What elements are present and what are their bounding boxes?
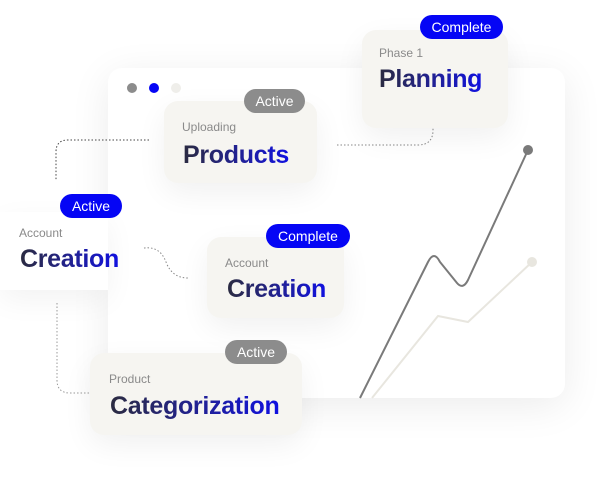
connector-categorization	[56, 303, 107, 394]
status-badge-complete: Complete	[420, 15, 503, 39]
card-planning[interactable]: Phase 1 Planning	[362, 30, 508, 128]
card-title: Categorization	[110, 392, 280, 420]
status-badge-complete: Complete	[266, 224, 350, 248]
connector-products-left	[55, 139, 149, 180]
card-subtitle: Product	[109, 372, 151, 386]
status-badge-active: Active	[60, 194, 122, 218]
status-badge-active: Active	[225, 340, 287, 364]
connector-products-planning	[337, 118, 434, 146]
card-account-center[interactable]: Account Creation	[207, 237, 344, 318]
card-subtitle: Uploading	[182, 120, 237, 134]
window-dot-blue	[149, 83, 159, 93]
card-title: Planning	[379, 65, 483, 93]
card-categorization[interactable]: Product Categorization	[90, 353, 302, 435]
chart-line-light	[371, 261, 533, 399]
chart-point-light	[527, 257, 537, 267]
card-products[interactable]: Uploading Products	[164, 101, 317, 183]
chart-line-dark	[359, 149, 529, 399]
window-dot-gray	[127, 83, 137, 93]
window-dot-light	[171, 83, 181, 93]
card-title: Creation	[227, 275, 327, 303]
card-title: Products	[183, 141, 289, 169]
connector-creation	[143, 247, 189, 279]
card-title: Creation	[20, 245, 120, 273]
chart-point-dark	[523, 145, 533, 155]
card-subtitle: Account	[225, 256, 269, 270]
card-subtitle: Phase 1	[379, 46, 424, 60]
status-badge-active: Active	[244, 89, 305, 113]
card-account-left[interactable]: Account Creation	[0, 212, 119, 290]
card-subtitle: Account	[19, 226, 63, 240]
